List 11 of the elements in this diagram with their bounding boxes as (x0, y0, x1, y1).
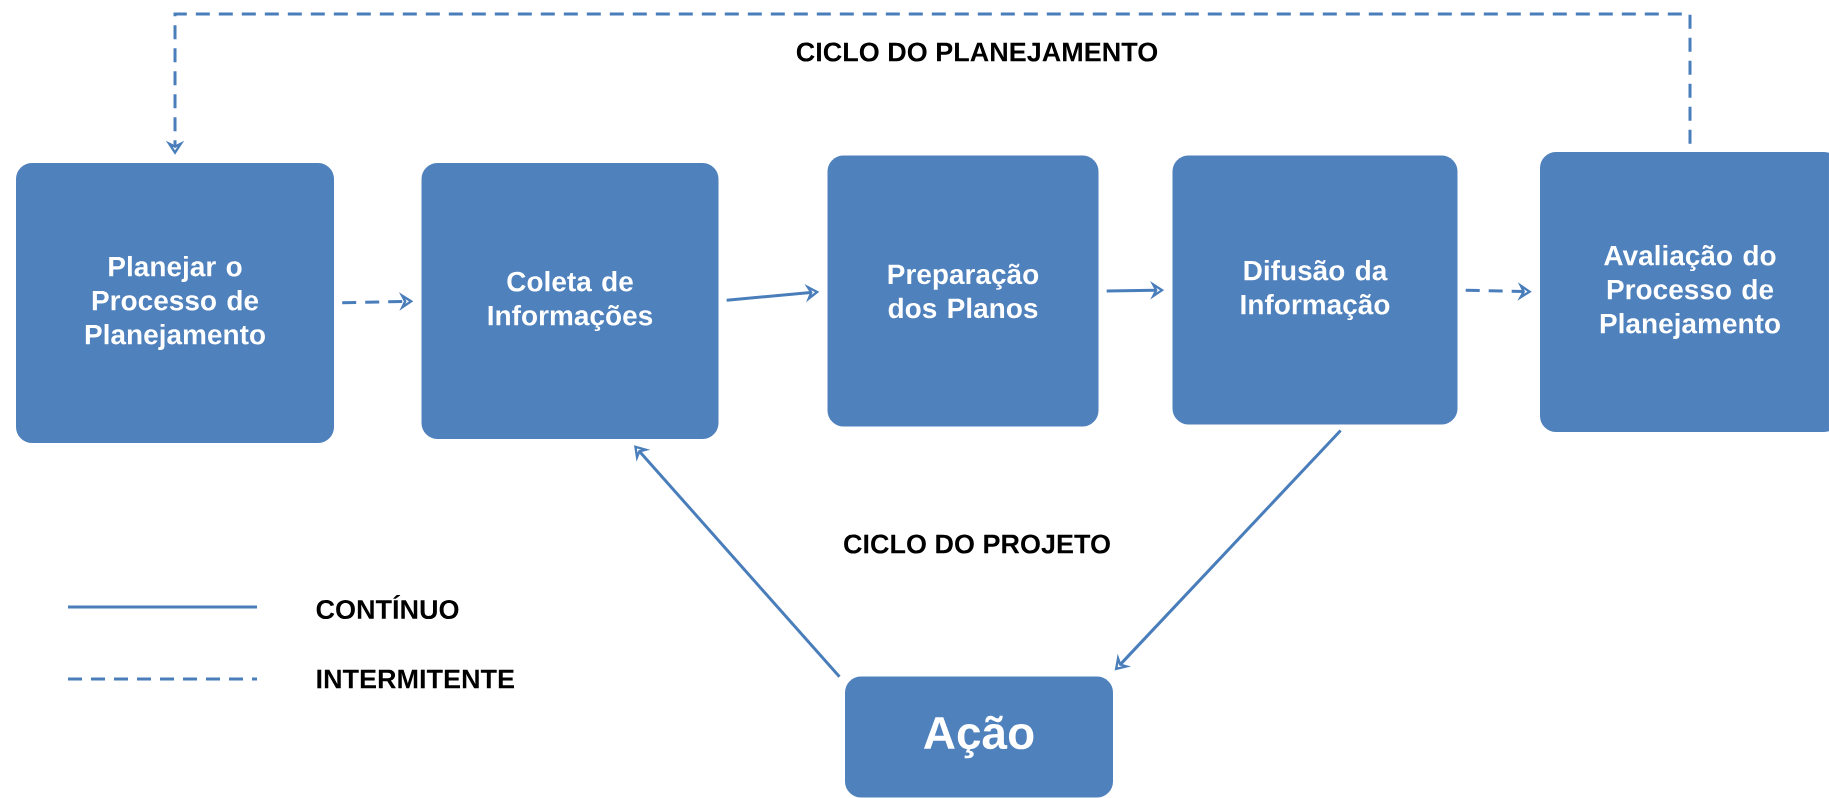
arrow (634, 445, 841, 678)
process-box: Ação (845, 676, 1113, 798)
legend-label: CONTÍNUO (316, 594, 459, 620)
cycle-label: CICLO DO PROJETO (844, 534, 1110, 554)
process-box: Coleta de Informações (421, 163, 719, 439)
process-box: Avaliação do Processo de Planejamento (1540, 152, 1829, 432)
process-box: Planejar o Processo de Planejamento (16, 163, 334, 443)
legend-label: INTERMITENTE (317, 669, 514, 689)
process-box: Preparação dos Planos (827, 155, 1099, 427)
cycle-label: CICLO DO PLANEJAMENTO (796, 42, 1158, 62)
process-box: Difusão da Informação (1172, 155, 1458, 425)
